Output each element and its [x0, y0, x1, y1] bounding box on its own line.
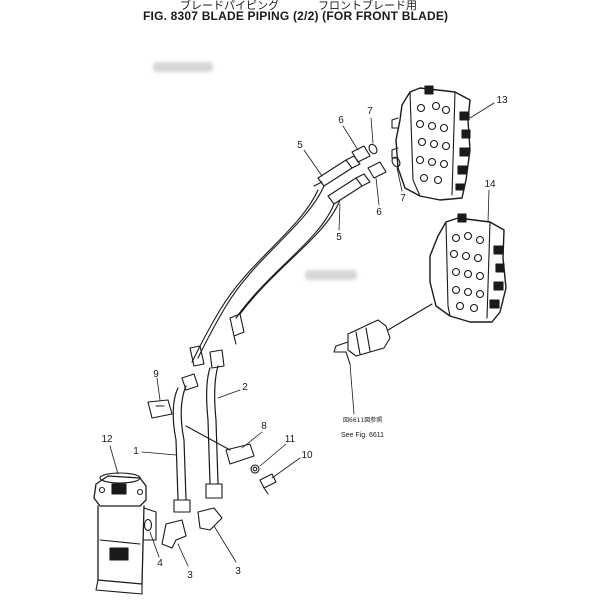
callout-6-upper: 6 [338, 115, 344, 126]
callout-2: 2 [242, 382, 248, 393]
callout-4: 4 [157, 558, 163, 569]
reference-note-english: See Fig. 6611 [341, 432, 385, 439]
steel-pipes [172, 365, 223, 513]
japanese-title-right: フロントブレード用 [318, 0, 417, 12]
swivel-joint-12 [93, 472, 157, 595]
scan-smudge [153, 62, 213, 72]
callout-10: 10 [301, 450, 313, 461]
callout-12: 12 [101, 434, 113, 445]
callout-6-lower: 6 [376, 207, 382, 218]
callout-13: 13 [496, 95, 508, 106]
control-valve-14 [429, 213, 507, 323]
callout-8: 8 [261, 421, 267, 432]
japanese-title-left: ブレードパイピング [180, 0, 279, 12]
leader-lines [109, 102, 495, 567]
callout-9: 9 [153, 369, 159, 380]
callout-3-right: 3 [235, 566, 241, 577]
elbow-fittings [161, 507, 223, 549]
bolt-and-washer [250, 464, 277, 495]
callout-1: 1 [133, 446, 139, 457]
callout-7-upper: 7 [367, 106, 373, 117]
figure-title: FIG. 8307 BLADE PIPING (2/2) (FOR FRONT … [143, 9, 449, 23]
scan-smudge [305, 270, 357, 280]
upper-fittings [313, 143, 401, 205]
callout-7-lower: 7 [400, 193, 406, 204]
clamp-and-bracket [147, 399, 255, 465]
o-ring-4 [143, 518, 153, 532]
control-valve-13 [391, 85, 471, 201]
reference-note-japanese: 図6611図参照 [343, 417, 383, 424]
connector-assembly [333, 303, 433, 365]
callout-5-lower: 5 [336, 232, 342, 243]
hose-end-fittings [181, 313, 245, 391]
callout-11: 11 [284, 434, 296, 445]
hydraulic-hoses [191, 185, 341, 363]
callout-5-upper: 5 [297, 140, 303, 151]
callout-14: 14 [484, 179, 496, 190]
callout-3-left: 3 [187, 570, 193, 581]
